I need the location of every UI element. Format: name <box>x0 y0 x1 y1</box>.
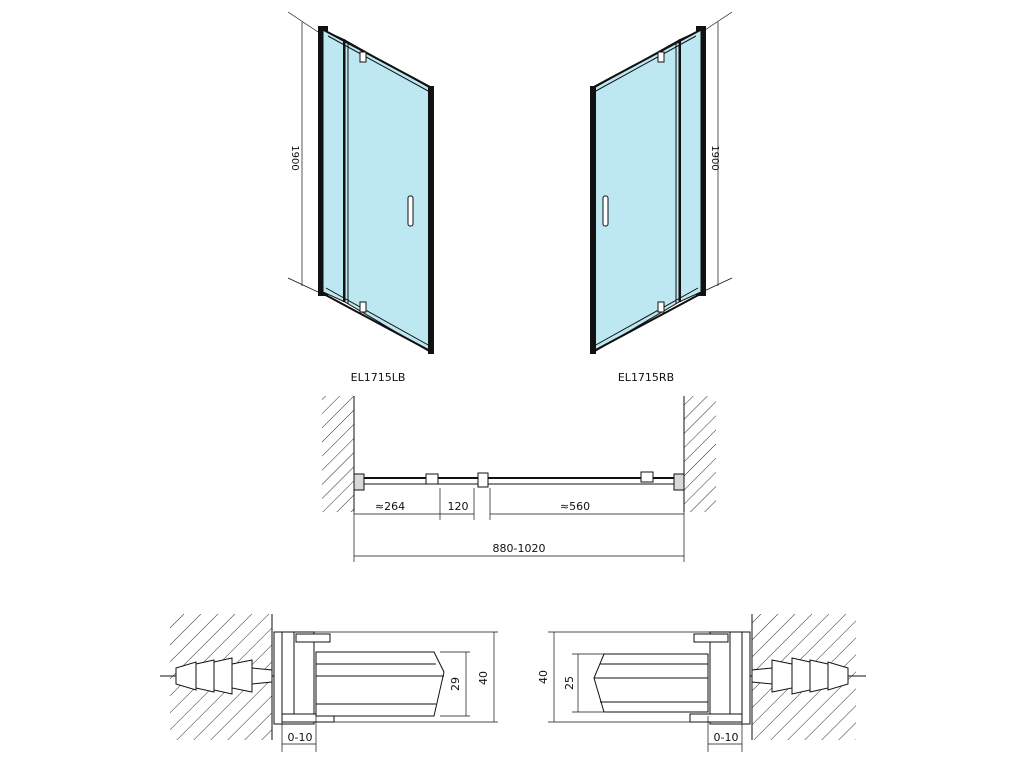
left-bottom-hinge-icon <box>359 301 367 313</box>
right-handle-icon <box>602 195 609 227</box>
left-model-label: EL1715LB <box>351 371 406 384</box>
right-model-label: EL1715RB <box>618 371 674 384</box>
right-bottom-hinge-icon <box>657 301 665 313</box>
right-door-view <box>590 11 733 354</box>
plan-total-dim-label: 880-1020 <box>493 542 546 555</box>
left-detail-total-label: 40 <box>477 671 490 685</box>
left-detail-adjust-label: 0-10 <box>288 731 313 744</box>
left-fixed-glass <box>322 29 346 303</box>
right-detail-total-label: 40 <box>537 670 550 684</box>
right-channel-bottom-lip <box>689 713 743 723</box>
right-profile-detail <box>548 614 866 752</box>
plan-post-mark <box>477 472 489 488</box>
right-top-hinge-icon <box>657 51 665 63</box>
left-channel-top-lip <box>295 633 331 643</box>
right-detail-depth-label: 25 <box>563 676 576 690</box>
right-channel-top-lip <box>693 633 729 643</box>
left-height-ext-bottom <box>287 277 319 293</box>
left-profile-detail <box>160 614 498 752</box>
plan-left-wall <box>322 396 354 512</box>
plan-right-profile <box>673 473 685 491</box>
plan-handle-mark <box>640 471 654 483</box>
left-handle-icon <box>407 195 414 227</box>
right-fixed-glass <box>678 29 702 303</box>
left-door-view <box>287 11 434 354</box>
plan-door-dim-label: ≈560 <box>560 500 590 513</box>
right-bottom-edge <box>591 291 705 353</box>
right-glass-profile <box>593 653 709 713</box>
left-bottom-edge <box>319 291 433 353</box>
plan-right-wall <box>684 396 716 512</box>
left-anchor-icon <box>175 657 273 695</box>
right-height-label: 1900 <box>709 145 720 170</box>
left-detail-depth-label: 29 <box>449 677 462 691</box>
left-channel-bottom-lip <box>281 713 335 723</box>
right-height-ext-bottom <box>701 277 733 293</box>
left-glass-profile <box>315 651 445 717</box>
right-top-edge <box>591 27 705 89</box>
left-height-label: 1900 <box>289 145 300 170</box>
left-top-edge <box>319 27 433 89</box>
left-wall-channel-inner <box>281 631 295 721</box>
right-height-ext-top <box>701 11 733 33</box>
left-door-outer-post <box>428 86 434 354</box>
right-wall-channel-inner <box>729 631 743 721</box>
left-top-hinge-icon <box>359 51 367 63</box>
left-height-ext-top <box>287 11 319 33</box>
right-door-outer-post <box>590 86 596 354</box>
plan-view <box>322 396 716 562</box>
right-detail-adjust-label: 0-10 <box>714 731 739 744</box>
plan-hinge-mark <box>425 473 439 485</box>
plan-left-profile <box>353 473 365 491</box>
plan-fixed-dim-label: ≈264 <box>375 500 405 513</box>
plan-hinge-dim-label: 120 <box>448 500 469 513</box>
right-anchor-icon <box>751 657 849 695</box>
